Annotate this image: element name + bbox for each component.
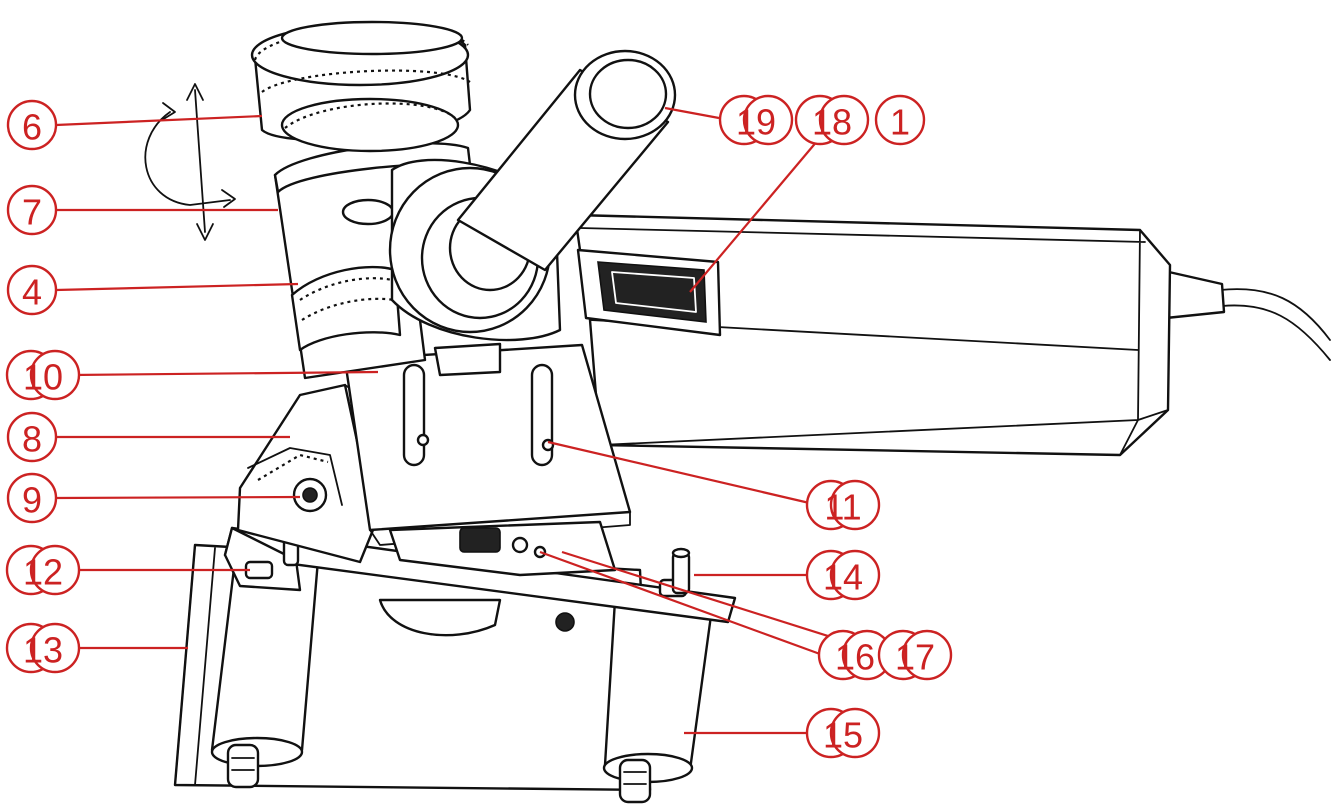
vertical-arrow (186, 83, 214, 241)
leader-11 (547, 440, 819, 507)
handle-grip (456, 49, 677, 272)
callout-label-19: 19 (736, 102, 776, 143)
main-housing (573, 213, 1172, 457)
callout-9: 9 (6, 472, 58, 524)
callout-label-12: 12 (23, 552, 63, 593)
depth-column (273, 142, 472, 380)
callout-14: 14 (805, 549, 881, 601)
callout-12: 12 (5, 544, 81, 596)
leader-16 (539, 550, 821, 656)
callout-label-15: 15 (823, 715, 863, 756)
callout-7: 7 (6, 184, 58, 236)
left-roller (210, 558, 320, 789)
leader-10 (71, 370, 379, 377)
callout-label-9: 9 (22, 480, 42, 521)
callout-label-6: 6 (22, 107, 42, 148)
guide-pin-right (671, 547, 691, 595)
callout-15: 15 (805, 707, 881, 759)
callout-label-16: 16 (835, 637, 875, 678)
callout-label-11: 11 (824, 487, 861, 528)
depth-knob (250, 20, 472, 153)
callout-label-1: 1 (890, 102, 910, 143)
leader-4 (55, 282, 299, 292)
callout-19: 19 (718, 94, 794, 146)
callout-label-13: 13 (23, 630, 63, 671)
callout-label-18: 18 (812, 102, 852, 143)
tilt-plate (343, 342, 632, 546)
callout-4: 4 (6, 264, 58, 316)
callout-8: 8 (6, 411, 58, 463)
callout-6: 6 (6, 99, 58, 151)
angle-bracket (236, 383, 386, 564)
power-cable (1219, 288, 1331, 361)
callout-label-7: 7 (22, 192, 42, 233)
callout-17: 17 (877, 629, 953, 681)
callout-10: 10 (5, 349, 81, 401)
device-illustration (144, 20, 1331, 804)
display-window (576, 248, 722, 337)
callout-13: 13 (5, 622, 81, 674)
lock-screw (555, 612, 575, 632)
callout-18: 18 (794, 94, 870, 146)
blade-guard (388, 520, 617, 577)
right-roller (602, 598, 714, 804)
cutter-disc (378, 598, 502, 637)
callout-label-14: 14 (823, 557, 863, 598)
callout-label-4: 4 (22, 272, 42, 313)
rotate-arrow (144, 102, 236, 208)
leader-19 (664, 106, 720, 120)
leader-6 (55, 114, 263, 127)
callout-1: 1 (874, 94, 926, 146)
callout-11: 11 (805, 479, 881, 531)
callout-label-10: 10 (23, 357, 63, 398)
leader-18 (689, 139, 819, 293)
callout-16: 16 (817, 629, 893, 681)
leader-9 (55, 495, 301, 500)
callout-label-17: 17 (895, 637, 935, 678)
callout-label-8: 8 (22, 419, 42, 460)
